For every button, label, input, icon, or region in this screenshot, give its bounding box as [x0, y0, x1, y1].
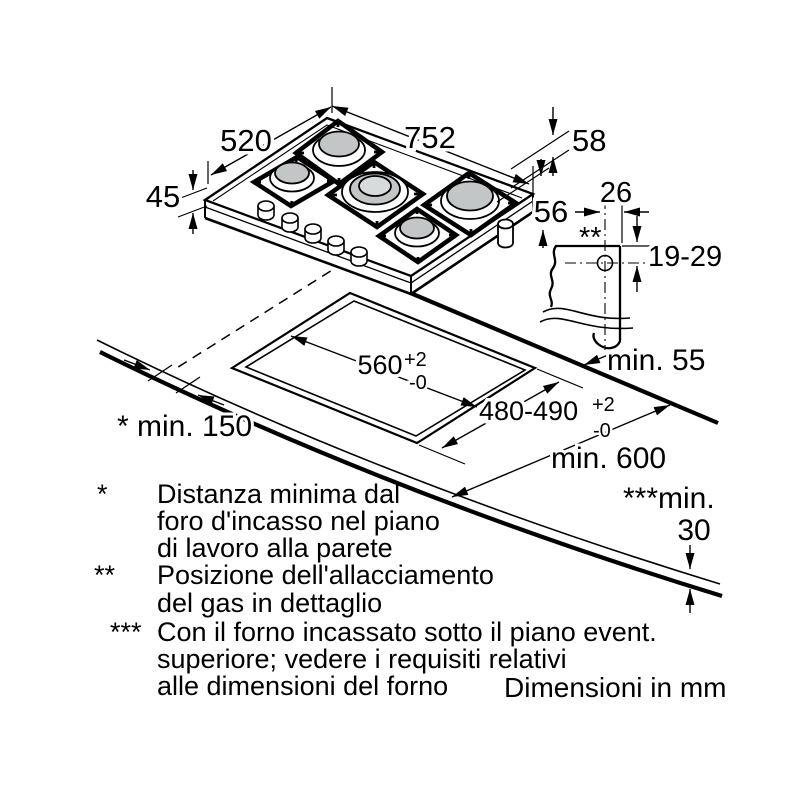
gas-marker-label: ** — [579, 222, 602, 254]
clearance-rear-label: min. 55 — [607, 344, 705, 377]
gas-connection-point — [596, 254, 614, 272]
dim-height-label: 45 — [146, 179, 180, 214]
worktop-front-edge-bottom — [99, 350, 723, 599]
worktop-front-edge-top — [96, 339, 721, 585]
dim-depth-label: 520 — [220, 123, 272, 158]
arrow-min55 — [583, 354, 609, 366]
cutout-depth-sub: -0 — [593, 420, 611, 442]
burner-center-wok — [341, 171, 409, 213]
cutout-width-sup: +2 — [404, 349, 427, 371]
control-knobs — [257, 200, 368, 267]
footnotes: * Distanza minima dal foro d'incasso nel… — [94, 479, 727, 703]
projection-dashed-line — [174, 261, 346, 370]
hob-glass-edge-line — [204, 200, 534, 284]
hob-bottom-edge — [204, 210, 534, 296]
knob — [257, 200, 275, 221]
arrow-min150-right — [197, 394, 225, 406]
dimension-arrows — [123, 107, 695, 613]
footnote-1-line-1: Distanza minima dal — [157, 479, 400, 509]
dim-line-min600 — [451, 404, 671, 498]
clearance-oven-value: 30 — [677, 514, 710, 547]
clearance-front-label: min. 600 — [551, 442, 666, 475]
cutout-width-label: 560 +2 -0 — [354, 347, 429, 397]
footnote-marker-1: * — [97, 479, 108, 509]
knob — [281, 212, 299, 233]
gas-detail-profile — [548, 244, 622, 350]
cutout-depth-label: 480-490 +2 -0 — [476, 392, 618, 445]
burner-right — [440, 180, 500, 220]
knob — [350, 246, 368, 267]
knob — [327, 235, 345, 256]
gas-connection-detail — [539, 198, 655, 350]
footnote-3-line-1: Con il forno incassato sotto il piano ev… — [157, 617, 657, 647]
gas-offset-y-label: 19-29 — [648, 241, 722, 273]
units-label: Dimensioni in mm — [504, 672, 727, 703]
cutout-depth-sup: +2 — [592, 394, 615, 416]
gas-detail-break-lines — [539, 307, 634, 330]
burner-front — [394, 216, 440, 248]
cutout-width-sub: -0 — [409, 372, 427, 394]
footnote-3-line-2: superiore; vedere i requisiti relativi — [157, 644, 567, 674]
dim-width-label: 752 — [404, 120, 456, 155]
footnote-1-line-2: foro d'incasso nel piano — [157, 506, 440, 536]
dimension-annotations — [123, 87, 695, 613]
footnote-marker-2: ** — [94, 560, 116, 590]
knob — [304, 223, 322, 244]
dimension-labels: 752 520 45 58 56 26 ** 19-29 560 +2 -0 4… — [114, 117, 726, 551]
footnote-3-line-3: alle dimensioni del forno — [157, 671, 448, 701]
min150-ticks — [147, 364, 201, 394]
gas-pipe — [497, 218, 514, 249]
hob-body-faces — [205, 194, 533, 294]
dim-edge-lower-label: 56 — [534, 194, 568, 229]
dim-edge-upper-label: 58 — [572, 123, 606, 158]
arrow-min150-left — [123, 359, 151, 371]
footnote-marker-3: *** — [110, 617, 142, 647]
dim-line-752 — [331, 105, 530, 185]
clearance-left-label: * min. 150 — [117, 410, 252, 443]
clearance-oven-label: ***min. — [623, 482, 715, 515]
cutout-width-main: 560 — [357, 350, 402, 380]
dim-line-520 — [210, 106, 332, 176]
footnote-2-line-1: Posizione dell'allacciamento — [157, 560, 494, 590]
gas-detail-centerlines — [565, 198, 655, 350]
footnote-1-line-3: di lavoro alla parete — [157, 533, 393, 563]
footnote-2-line-2: del gas in dettaglio — [157, 588, 382, 618]
cutout-depth-main: 480-490 — [479, 396, 578, 426]
gas-offset-x-label: 26 — [600, 177, 632, 209]
